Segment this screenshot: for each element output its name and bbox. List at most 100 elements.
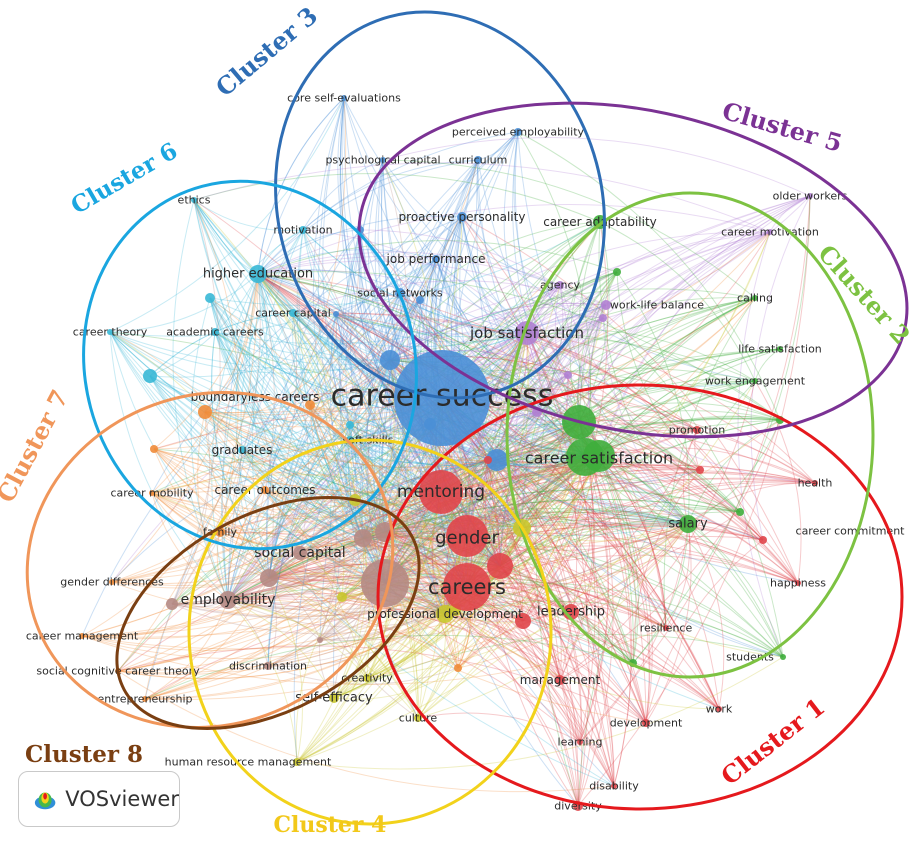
link-line: [153, 448, 446, 615]
link-line: [209, 297, 386, 584]
node-motivation[interactable]: [299, 226, 307, 234]
label-human-resource-management: human resource management: [165, 756, 332, 769]
link-line: [109, 331, 270, 579]
node-career-commitment[interactable]: [759, 536, 767, 544]
link-line: [117, 491, 442, 672]
link-line: [426, 159, 479, 493]
node-management[interactable]: [555, 675, 565, 685]
link-line: [214, 331, 468, 588]
node-self-efficacy[interactable]: [329, 693, 339, 703]
node-higher-education[interactable]: [249, 265, 267, 283]
node-work[interactable]: [716, 706, 722, 712]
link-line: [111, 424, 351, 583]
link-line: [214, 331, 586, 458]
link-line: [417, 332, 530, 719]
node-job-performance[interactable]: [432, 255, 440, 263]
node-happiness[interactable]: [795, 580, 801, 586]
node-health[interactable]: [812, 480, 818, 486]
link-line: [227, 596, 561, 681]
link-line: [485, 459, 579, 807]
node-disability[interactable]: [611, 783, 617, 789]
link-line: [366, 613, 446, 679]
link-line: [457, 611, 572, 669]
node-older-workers[interactable]: [807, 193, 813, 199]
link-line: [319, 523, 689, 641]
node-career-outcomes[interactable]: [261, 486, 269, 494]
link-line: [227, 586, 468, 616]
link-line: [769, 195, 811, 233]
node-students[interactable]: [780, 654, 786, 660]
link-line: [384, 463, 701, 533]
node-career-theory[interactable]: [107, 329, 113, 335]
link-line: [354, 499, 501, 567]
node-agency[interactable]: [556, 281, 564, 289]
node-discrimination[interactable]: [264, 662, 272, 670]
link-line: [384, 456, 586, 533]
node-career-motivation[interactable]: [767, 229, 773, 235]
node-professional-development[interactable]: [436, 605, 454, 623]
node-ethics[interactable]: [191, 197, 197, 203]
link-line: [522, 429, 698, 622]
node-creativity[interactable]: [363, 674, 371, 682]
node-employability[interactable]: [219, 591, 237, 609]
link-line: [268, 465, 701, 579]
label-career-mobility: career mobility: [110, 487, 194, 500]
link-line: [268, 577, 647, 724]
node-career-satisfaction[interactable]: [566, 438, 604, 476]
link-line: [109, 331, 386, 584]
link-line: [499, 480, 816, 567]
node-development[interactable]: [642, 719, 650, 727]
node-gender[interactable]: [446, 515, 488, 557]
link-line: [389, 231, 771, 361]
link-line: [476, 159, 647, 724]
node-social-capital[interactable]: [293, 546, 307, 560]
node-resilience[interactable]: [663, 625, 669, 631]
link-line: [526, 332, 781, 421]
node-calling[interactable]: [752, 295, 758, 301]
link-line: [521, 297, 756, 529]
link-line: [296, 455, 600, 763]
node-career-mobility[interactable]: [149, 490, 155, 496]
node-human-resource-management[interactable]: [293, 758, 301, 766]
node-academic-careers[interactable]: [211, 328, 219, 336]
node-culture[interactable]: [414, 714, 422, 722]
node-career-management[interactable]: [79, 633, 85, 639]
node-psychological-capital[interactable]: [380, 157, 386, 163]
link-line: [251, 229, 304, 579]
link-line: [389, 131, 519, 361]
node-gender-differences[interactable]: [109, 579, 115, 585]
link-line: [227, 599, 368, 679]
link-line: [466, 523, 689, 589]
keyword-node: [337, 592, 347, 602]
link-line: [149, 299, 421, 378]
link-line: [358, 229, 468, 588]
node-curriculum[interactable]: [474, 156, 482, 164]
keyword-node: [305, 400, 315, 410]
link-line: [417, 565, 501, 719]
node-proactive-personality[interactable]: [457, 212, 467, 222]
link-line: [214, 331, 456, 611]
node-boundaryless-careers[interactable]: [198, 405, 212, 419]
link-line: [268, 231, 771, 579]
link-line: [219, 459, 498, 535]
node-work-engagement[interactable]: [752, 378, 758, 384]
node-perceived-employability[interactable]: [514, 128, 522, 136]
link-line: [389, 350, 569, 376]
node-mentoring[interactable]: [419, 470, 463, 514]
link-line: [81, 491, 442, 637]
link-line: [440, 491, 647, 724]
node-entrepreneurship[interactable]: [142, 696, 148, 702]
node-work-life-balance[interactable]: [601, 300, 611, 310]
link-line: [227, 599, 419, 719]
link-line: [521, 523, 689, 542]
node-career-capital[interactable]: [289, 309, 297, 317]
node-promotion[interactable]: [693, 426, 701, 434]
label-development: development: [610, 717, 683, 730]
node-graduates[interactable]: [238, 446, 246, 454]
node-learning[interactable]: [577, 739, 583, 745]
node-salary[interactable]: [679, 515, 697, 533]
node-life-satisfaction[interactable]: [777, 346, 783, 352]
node-core-self-evaluations[interactable]: [341, 95, 347, 101]
link-line: [577, 195, 811, 807]
node-careers[interactable]: [443, 563, 491, 611]
